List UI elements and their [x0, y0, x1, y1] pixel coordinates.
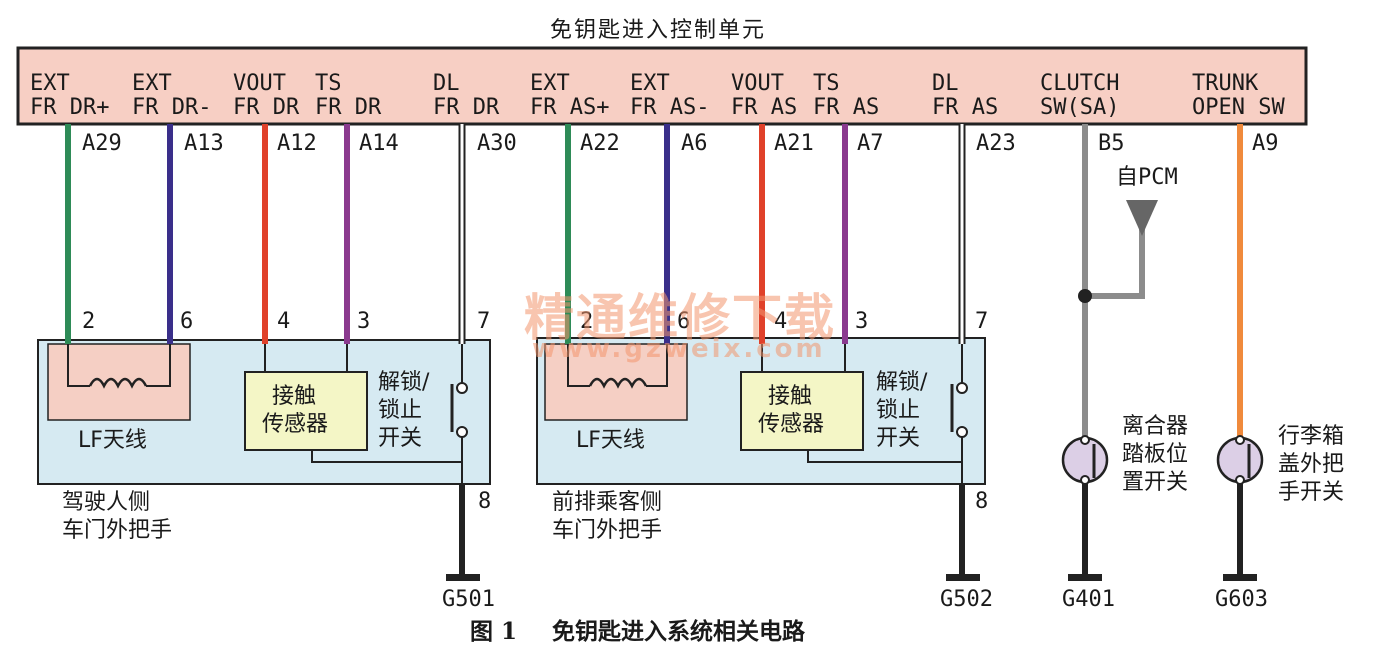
trunk-switch-icon — [1216, 435, 1264, 485]
connector-pin: 7 — [477, 309, 491, 334]
right-touch-sensor-box — [740, 371, 864, 451]
figure-title: 免钥匙进入系统相关电路 — [552, 618, 805, 645]
ground-label-g502: G502 — [940, 587, 993, 612]
ground-symbol-g603 — [1223, 574, 1257, 581]
pin-number-a21: A21 — [774, 131, 814, 156]
splice-point — [1078, 289, 1092, 303]
left-handle-caption-2: 车门外把手 — [62, 518, 173, 543]
wire-b5 — [1082, 124, 1145, 438]
ground-symbol-g401 — [1068, 574, 1102, 581]
pin-number-a30: A30 — [477, 131, 517, 156]
connector-pin: 3 — [855, 309, 869, 334]
left-unlock-switch-icon — [450, 382, 468, 438]
pin-number-a22: A22 — [580, 131, 620, 156]
right-switch-label-2: 锁止 — [876, 398, 921, 423]
left-antenna-coil-icon — [88, 377, 148, 389]
left-switch-label-2: 锁止 — [378, 398, 423, 423]
pin-number-a29: A29 — [82, 131, 122, 156]
ground-symbol-g501 — [446, 574, 480, 581]
control-module-box — [16, 46, 1308, 126]
connector-pin: 7 — [975, 309, 989, 334]
left-handle-caption-1: 驾驶人侧 — [62, 490, 151, 515]
pin-number-a23: A23 — [976, 131, 1016, 156]
connector-pin: 2 — [580, 309, 594, 334]
ground-label-g401: G401 — [1062, 587, 1115, 612]
clutch-switch-label-2: 踏板位 — [1122, 442, 1189, 467]
connector-pin: 6 — [180, 309, 194, 334]
trunk-switch-label-1: 行李箱 — [1278, 424, 1345, 449]
pin-number-a13: A13 — [184, 131, 224, 156]
from-pcm-label: 自PCM — [1116, 165, 1178, 190]
left-sensor-label-2: 传感器 — [262, 412, 329, 437]
connector-pin: 4 — [277, 309, 291, 334]
ground-pin: 8 — [478, 489, 492, 514]
left-switch-label-3: 开关 — [378, 426, 423, 451]
clutch-switch-label-3: 置开关 — [1122, 470, 1189, 495]
pin-number-a7: A7 — [857, 131, 884, 156]
ground-symbol-g502 — [946, 574, 980, 581]
pin-number-a14: A14 — [359, 131, 399, 156]
trunk-switch-label-2: 盖外把 — [1278, 452, 1345, 477]
clutch-switch-label-1: 离合器 — [1122, 414, 1189, 439]
connector-pin: 6 — [677, 309, 691, 334]
pin-number-b5: B5 — [1098, 131, 1125, 156]
ground-label-g501: G501 — [442, 587, 495, 612]
connector-pin: 4 — [774, 309, 788, 334]
watermark-text: 精通维修下载 — [524, 289, 836, 347]
left-sensor-label-1: 接触 — [272, 384, 317, 409]
pin-number-a6: A6 — [681, 131, 708, 156]
right-unlock-switch-icon — [950, 382, 968, 438]
pcm-arrow — [1126, 200, 1158, 236]
right-antenna-coil-icon — [588, 377, 648, 389]
ground-pin: 8 — [975, 489, 989, 514]
left-touch-sensor-box — [244, 371, 368, 451]
ground-label-g603: G603 — [1215, 587, 1268, 612]
figure-number: 图 1 — [470, 618, 518, 645]
right-antenna-label: LF天线 — [576, 428, 645, 453]
watermark-url: www.gzweix.com — [532, 334, 826, 364]
left-switch-label-1: 解锁/ — [378, 370, 430, 395]
right-switch-label-1: 解锁/ — [876, 370, 928, 395]
right-sensor-label-2: 传感器 — [758, 412, 825, 437]
right-switch-label-3: 开关 — [876, 426, 921, 451]
right-sensor-label-1: 接触 — [768, 384, 813, 409]
left-antenna-label: LF天线 — [78, 428, 147, 453]
right-handle-caption-1: 前排乘客侧 — [552, 490, 663, 515]
pin-number-a9: A9 — [1252, 131, 1279, 156]
connector-pin: 3 — [357, 309, 371, 334]
pin-number-a12: A12 — [277, 131, 317, 156]
clutch-switch-icon — [1061, 435, 1109, 485]
module-title: 免钥匙进入控制单元 — [550, 18, 767, 43]
connector-pin: 2 — [82, 309, 96, 334]
right-handle-caption-2: 车门外把手 — [552, 518, 663, 543]
trunk-switch-label-3: 手开关 — [1278, 480, 1345, 505]
